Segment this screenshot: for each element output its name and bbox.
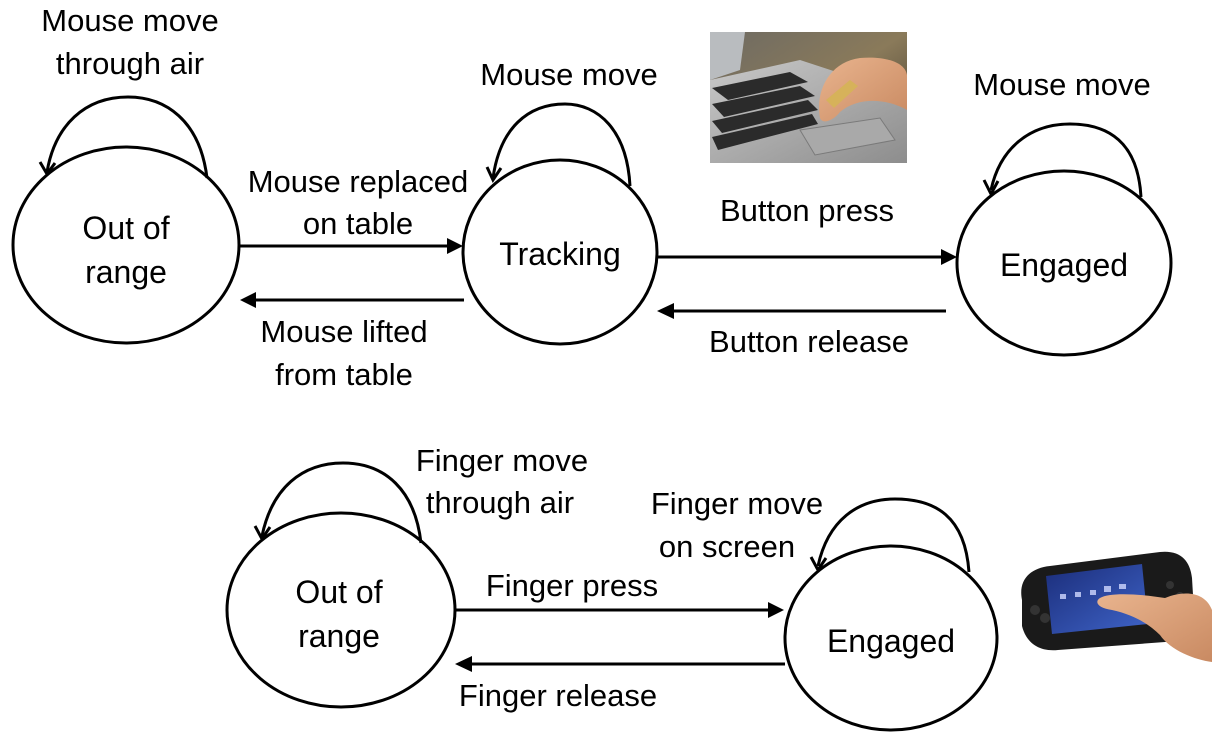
arrowhead-icon bbox=[38, 161, 57, 177]
arrowhead-icon bbox=[240, 292, 256, 308]
transition-label-line: Mouse replaced bbox=[248, 164, 469, 199]
transition-tracking-to-out: Mouse lifted from table bbox=[240, 292, 464, 392]
self-loop-out-of-range: Mouse move through air bbox=[38, 3, 219, 179]
state-label-line: range bbox=[85, 254, 167, 290]
transition-tracking-to-engaged: Button press bbox=[658, 193, 957, 265]
hand bbox=[819, 57, 907, 122]
loop-arc bbox=[491, 102, 632, 187]
self-loop-out-of-range-touch: Finger move through air bbox=[253, 443, 588, 544]
transition-label-line: from table bbox=[275, 357, 413, 392]
mouse-state-diagram: Out of range Mouse move through air Trac… bbox=[11, 3, 1173, 392]
laptop-screen-edge bbox=[710, 32, 745, 80]
transition-label-line: Finger release bbox=[459, 678, 657, 713]
transition-label-line: on table bbox=[303, 206, 413, 241]
touch-state-diagram: Out of range Finger move through air Eng… bbox=[225, 443, 1212, 732]
loop-arc bbox=[260, 461, 423, 544]
dpad-button bbox=[1030, 605, 1040, 615]
state-engaged: Engaged bbox=[955, 169, 1173, 357]
transition-label-line: Finger move bbox=[416, 443, 588, 478]
transition-label-line: through air bbox=[56, 46, 204, 81]
arrowhead-icon bbox=[253, 525, 272, 542]
arrowhead-icon bbox=[485, 166, 503, 184]
arrowhead-icon bbox=[455, 656, 472, 672]
self-loop-engaged-touch: Finger move on screen bbox=[651, 486, 971, 573]
handheld-touchscreen-photo bbox=[1021, 551, 1212, 662]
loop-arc bbox=[989, 122, 1143, 198]
laptop-touchpad-photo bbox=[710, 32, 907, 163]
touchpad bbox=[799, 117, 896, 156]
transition-label-line: Mouse move bbox=[41, 3, 218, 38]
action-button bbox=[1166, 581, 1174, 589]
loop-arc bbox=[816, 497, 971, 573]
state-node-ellipse bbox=[11, 145, 241, 345]
transition-label-line: through air bbox=[426, 485, 574, 520]
screen-icons bbox=[1060, 584, 1126, 599]
transition-label-line: Button press bbox=[720, 193, 894, 228]
arrowhead-icon bbox=[768, 602, 784, 618]
transition-label-line: Finger press bbox=[486, 568, 658, 603]
transition-engaged-to-tracking: Button release bbox=[657, 303, 946, 359]
state-label-line: Engaged bbox=[1000, 247, 1128, 283]
arrowhead-icon bbox=[657, 303, 674, 319]
state-node-ellipse bbox=[783, 544, 999, 732]
state-engaged-touch: Engaged bbox=[783, 544, 999, 732]
arrowhead-icon bbox=[982, 179, 1000, 198]
state-tracking: Tracking bbox=[461, 158, 659, 346]
self-loop-tracking: Mouse move bbox=[480, 57, 658, 187]
state-label-line: Out of bbox=[82, 210, 169, 246]
pointing-hand bbox=[1097, 593, 1212, 662]
finger-bandage bbox=[826, 80, 858, 108]
state-label-line: Tracking bbox=[499, 236, 621, 272]
state-label-line: Out of bbox=[295, 574, 382, 610]
transition-out-to-engaged: Finger press bbox=[455, 568, 784, 618]
loop-arc bbox=[45, 95, 209, 179]
transition-label-line: Mouse lifted bbox=[260, 314, 427, 349]
state-label-line: range bbox=[298, 618, 380, 654]
transition-label-line: Mouse move bbox=[973, 67, 1150, 102]
transition-label-line: on screen bbox=[659, 529, 795, 564]
state-node-ellipse bbox=[461, 158, 659, 346]
self-loop-engaged: Mouse move bbox=[973, 67, 1151, 198]
state-label-line: Engaged bbox=[827, 623, 955, 659]
arrowhead-icon bbox=[809, 556, 828, 573]
state-out-of-range: Out of range bbox=[11, 145, 241, 345]
transition-label-line: Finger move bbox=[651, 486, 823, 521]
transition-engaged-to-out: Finger release bbox=[455, 656, 785, 713]
arrowhead-icon bbox=[941, 249, 957, 265]
dpad-button bbox=[1040, 613, 1050, 623]
keyboard-keys bbox=[712, 72, 818, 150]
state-node-ellipse bbox=[955, 169, 1173, 357]
handheld-screen bbox=[1046, 564, 1148, 634]
transition-out-to-tracking: Mouse replaced on table bbox=[240, 164, 468, 254]
transition-label-line: Mouse move bbox=[480, 57, 657, 92]
arrowhead-icon bbox=[447, 238, 463, 254]
transition-label-line: Button release bbox=[709, 324, 909, 359]
